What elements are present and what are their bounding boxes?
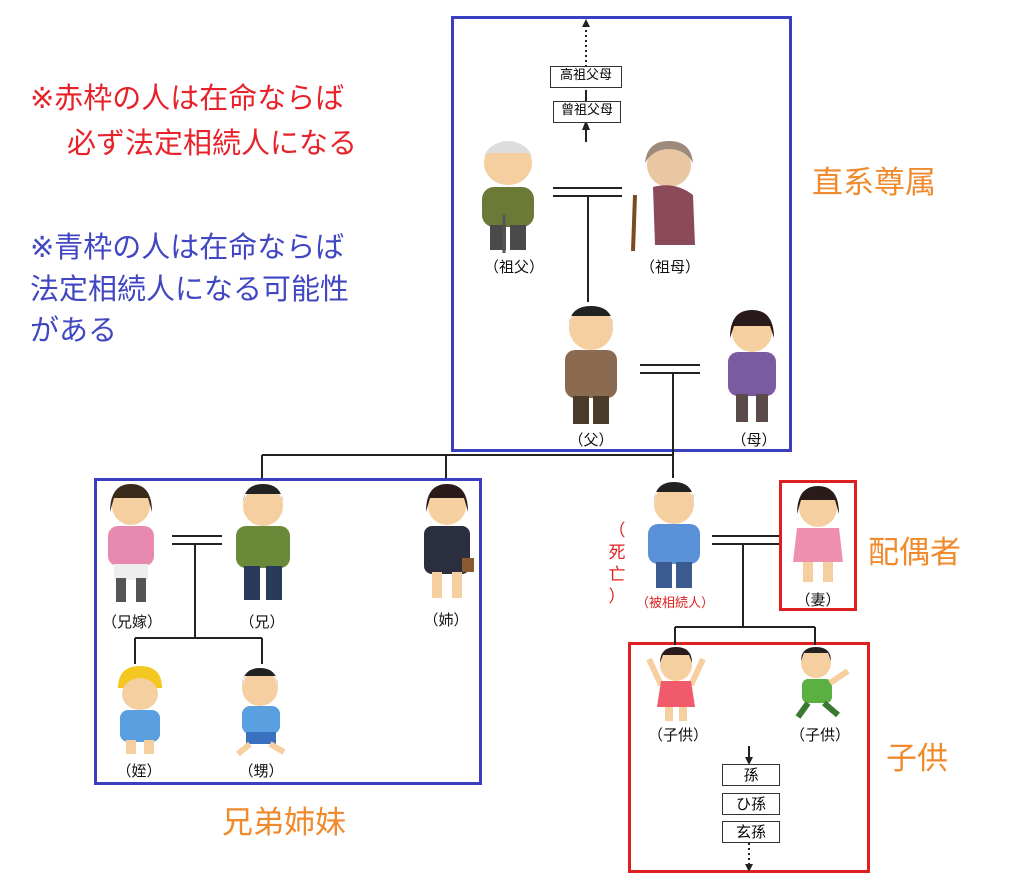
great-grandchild-box: ひ孫 (722, 793, 780, 815)
note-red-line2: 必ず法定相続人になる (67, 126, 358, 160)
wife-figure (793, 486, 843, 582)
sister-label: （姉） (423, 611, 469, 629)
note-red-line1: ※赤枠の人は在命ならば (30, 81, 345, 115)
category-siblings: 兄弟姉妹 (222, 805, 346, 841)
deceased-mark-char2: 亡 (608, 565, 626, 585)
category-ascendants: 直系尊属 (812, 165, 936, 201)
father-figure (565, 306, 617, 424)
great-great-grandparents-box: 高祖父母 (550, 66, 622, 88)
child1-label: （子供） (647, 726, 708, 744)
niece-figure (118, 666, 162, 754)
grandchild-box: 孫 (722, 764, 780, 786)
deceased-mark-open: （ (608, 521, 626, 541)
sister-figure (424, 484, 474, 598)
nephew-figure (236, 668, 286, 756)
deceased-mark-char1: 死 (608, 543, 626, 563)
note-blue-line3: がある (30, 313, 118, 347)
brother-wife-label: （兄嫁） (101, 613, 162, 631)
child2-label: （子供） (789, 726, 850, 744)
note-blue-line1: ※青枠の人は在命ならば (30, 230, 345, 264)
child1-figure (646, 647, 706, 721)
nephew-label: （甥） (238, 762, 284, 780)
grandfather-label: （祖父） (483, 258, 544, 276)
siblings-frame (94, 478, 482, 785)
mother-figure (728, 310, 776, 422)
deceased-mark: （ 死 亡 ） (604, 520, 630, 608)
category-children: 子供 (886, 741, 948, 777)
great-grandparents-box: 曾祖父母 (553, 101, 621, 123)
note-blue-line2: 法定相続人になる可能性 (30, 272, 350, 306)
niece-label: （姪） (116, 762, 162, 780)
category-spouse: 配偶者 (868, 535, 961, 571)
wife-label: （妻） (795, 591, 841, 609)
deceased-figure (648, 482, 700, 588)
deceased-label: （被相続人） (635, 596, 714, 611)
spouse-frame (779, 480, 857, 611)
ascendants-frame (451, 16, 792, 452)
grandmother-figure (631, 141, 695, 252)
brother-label: （兄） (239, 613, 285, 631)
child2-figure (795, 647, 850, 719)
great-great-grandchild-box: 玄孫 (722, 821, 780, 843)
brother-figure (236, 484, 290, 600)
grandfather-figure (482, 141, 534, 253)
father-label: （父） (568, 431, 614, 449)
mother-label: （母） (731, 431, 777, 449)
brother-wife-figure (108, 484, 154, 602)
deceased-mark-close: ） (608, 587, 626, 607)
grandmother-label: （祖母） (639, 258, 700, 276)
